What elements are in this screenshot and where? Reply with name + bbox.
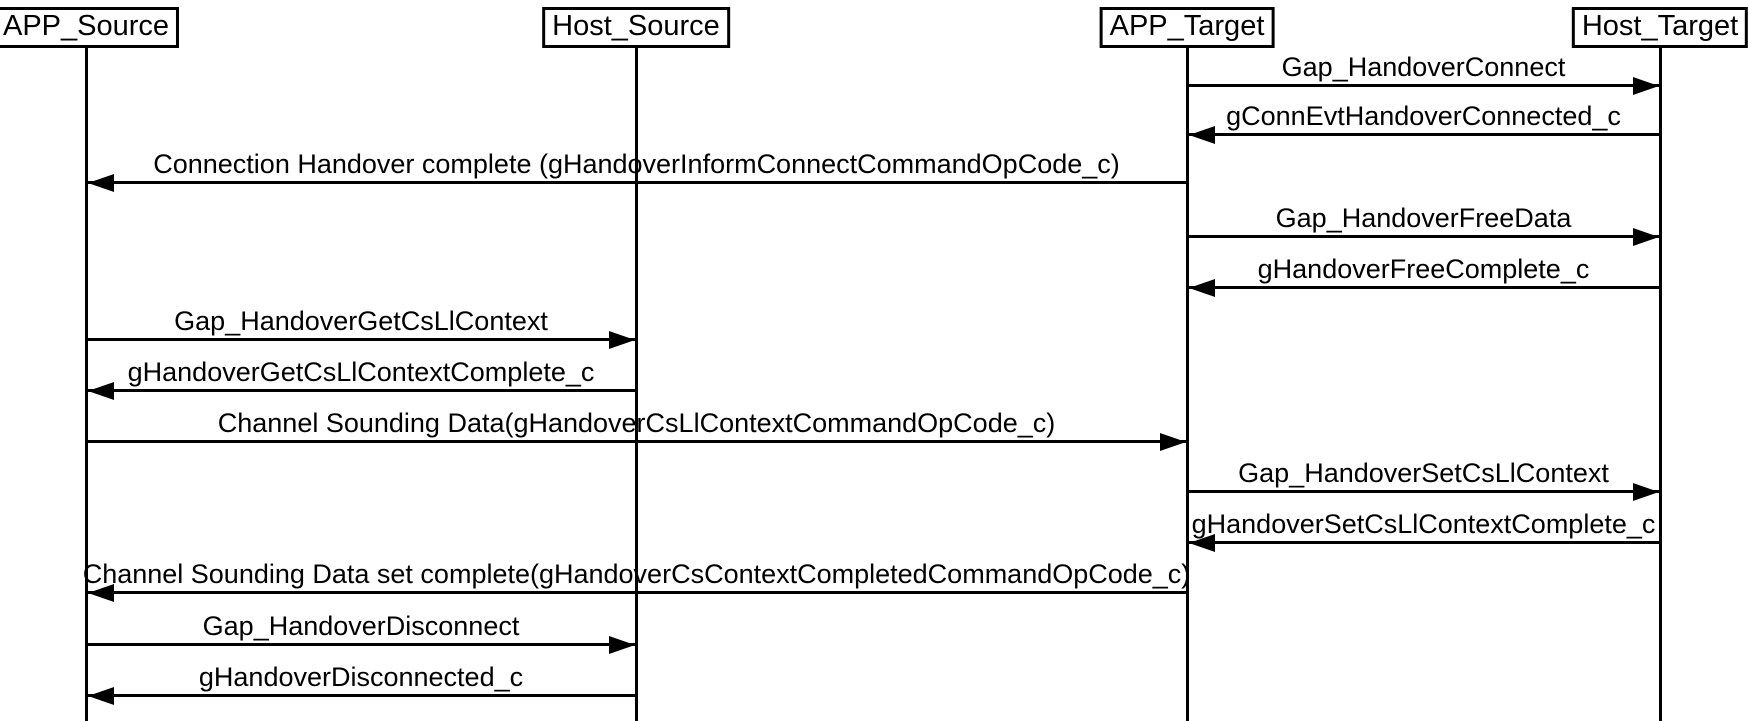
lifeline-app_source	[84, 42, 88, 721]
actor-head-host_source: Host_Source	[542, 7, 730, 48]
message-line-4	[1187, 235, 1660, 238]
message-label-6: Gap_HandoverGetCsLlContext	[174, 306, 548, 336]
lifeline-host_source	[634, 42, 638, 721]
arrowhead-right-icon	[1632, 482, 1659, 501]
message-label-12: Gap_HandoverDisconnect	[202, 611, 520, 641]
message-label-11: Channel Sounding Data set complete(gHand…	[82, 559, 1191, 589]
message-line-10	[1187, 541, 1660, 544]
lifeline-app_target	[1185, 42, 1189, 721]
message-line-12	[86, 643, 636, 646]
message-label-9: Gap_HandoverSetCsLlContext	[1238, 458, 1609, 488]
message-line-2	[1187, 133, 1660, 136]
arrowhead-left-icon	[1188, 278, 1215, 297]
message-label-13: gHandoverDisconnected_c	[198, 662, 524, 692]
message-label-1: Gap_HandoverConnect	[1281, 52, 1566, 82]
message-label-3: Connection Handover complete (gHandoverI…	[153, 149, 1120, 179]
arrowhead-left-icon	[87, 173, 114, 192]
message-line-3	[86, 181, 1187, 184]
message-label-5: gHandoverFreeComplete_c	[1257, 254, 1590, 284]
arrowhead-right-icon	[1632, 227, 1659, 246]
arrowhead-right-icon	[1159, 432, 1186, 451]
lifeline-host_target	[1658, 42, 1662, 721]
message-label-7: gHandoverGetCsLlContextComplete_c	[127, 357, 595, 387]
message-line-13	[86, 694, 636, 697]
actor-head-app_source: APP_Source	[0, 7, 180, 48]
arrowhead-right-icon	[608, 635, 635, 654]
message-label-4: Gap_HandoverFreeData	[1275, 203, 1572, 233]
arrowhead-right-icon	[608, 330, 635, 349]
arrowhead-left-icon	[87, 583, 114, 602]
message-line-7	[86, 389, 636, 392]
message-line-11	[86, 591, 1187, 594]
message-label-2: gConnEvtHandoverConnected_c	[1226, 101, 1621, 131]
actor-head-host_target: Host_Target	[1571, 7, 1748, 48]
message-line-8	[86, 440, 1187, 443]
actor-head-app_target: APP_Target	[1099, 7, 1275, 48]
message-line-9	[1187, 490, 1660, 493]
arrowhead-right-icon	[1632, 76, 1659, 95]
arrowhead-left-icon	[1188, 125, 1215, 144]
message-line-1	[1187, 84, 1660, 87]
message-label-8: Channel Sounding Data(gHandoverCsLlConte…	[217, 408, 1056, 438]
message-label-10: gHandoverSetCsLlContextComplete_c	[1191, 509, 1656, 539]
message-line-6	[86, 338, 636, 341]
arrowhead-left-icon	[87, 381, 114, 400]
message-line-5	[1187, 286, 1660, 289]
arrowhead-left-icon	[1188, 533, 1215, 552]
arrowhead-left-icon	[87, 686, 114, 705]
